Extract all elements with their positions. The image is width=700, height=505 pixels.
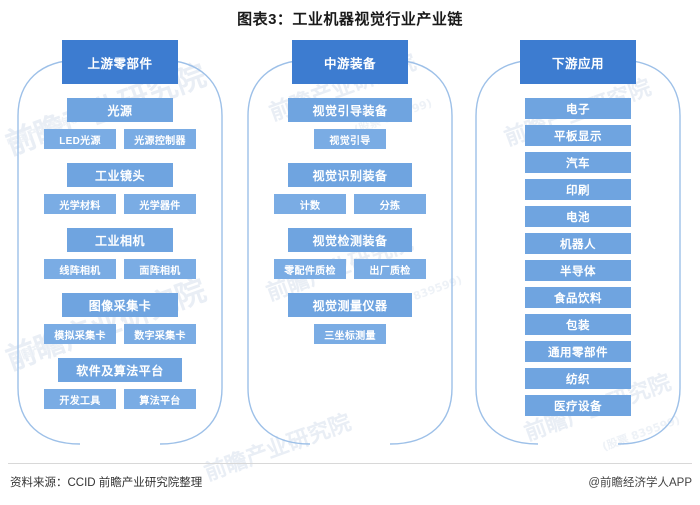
application-item[interactable]: 电子 bbox=[525, 98, 631, 119]
chip-row-industrial-lens: 光学材料 光学器件 bbox=[10, 194, 230, 214]
chip-dev-tools[interactable]: 开发工具 bbox=[44, 389, 116, 409]
chip-light-controller[interactable]: 光源控制器 bbox=[124, 129, 196, 149]
chip-line-scan-camera[interactable]: 线阵相机 bbox=[44, 259, 116, 279]
application-item[interactable]: 纺织 bbox=[525, 368, 631, 389]
page-title: 图表3：工业机器视觉行业产业链 bbox=[237, 11, 463, 28]
chip-row-vision-measurement: 三坐标测量 bbox=[240, 324, 460, 344]
chip-row-vision-guidance: 视觉引导 bbox=[240, 129, 460, 149]
column-content-midstream: 中游装备 视觉引导装备 视觉引导 视觉识别装备 计数 分拣 视觉检测装备 零配件… bbox=[240, 40, 460, 344]
column-content-upstream: 上游零部件 光源 LED光源 光源控制器 工业镜头 光学材料 光学器件 工业相机… bbox=[10, 40, 230, 409]
chip-digital-grabber[interactable]: 数字采集卡 bbox=[124, 324, 196, 344]
application-item[interactable]: 包装 bbox=[525, 314, 631, 335]
chip-counting[interactable]: 计数 bbox=[274, 194, 346, 214]
chip-optical-material[interactable]: 光学材料 bbox=[44, 194, 116, 214]
application-item[interactable]: 电池 bbox=[525, 206, 631, 227]
application-item[interactable]: 医疗设备 bbox=[525, 395, 631, 416]
chip-sorting[interactable]: 分拣 bbox=[354, 194, 426, 214]
group-box-vision-guidance-equipment[interactable]: 视觉引导装备 bbox=[288, 98, 412, 122]
chip-optical-device[interactable]: 光学器件 bbox=[124, 194, 196, 214]
column-header-upstream[interactable]: 上游零部件 bbox=[62, 40, 178, 84]
column-midstream: 中游装备 视觉引导装备 视觉引导 视觉识别装备 计数 分拣 视觉检测装备 零配件… bbox=[240, 40, 460, 455]
group-box-vision-measurement-instrument[interactable]: 视觉测量仪器 bbox=[288, 293, 412, 317]
chip-row-frame-grabber: 模拟采集卡 数字采集卡 bbox=[10, 324, 230, 344]
application-item[interactable]: 印刷 bbox=[525, 179, 631, 200]
group-box-vision-inspection-equipment[interactable]: 视觉检测装备 bbox=[288, 228, 412, 252]
chip-row-industrial-camera: 线阵相机 面阵相机 bbox=[10, 259, 230, 279]
group-box-industrial-camera[interactable]: 工业相机 bbox=[67, 228, 173, 252]
column-downstream: 下游应用 电子平板显示汽车印刷电池机器人半导体食品饮料包装通用零部件纺织医疗设备 bbox=[468, 40, 688, 455]
column-content-downstream: 下游应用 电子平板显示汽车印刷电池机器人半导体食品饮料包装通用零部件纺织医疗设备 bbox=[468, 40, 688, 416]
application-item[interactable]: 平板显示 bbox=[525, 125, 631, 146]
chip-row-light-source: LED光源 光源控制器 bbox=[10, 129, 230, 149]
column-header-midstream[interactable]: 中游装备 bbox=[292, 40, 408, 84]
group-box-light-source[interactable]: 光源 bbox=[67, 98, 173, 122]
footer-divider bbox=[8, 463, 692, 464]
chip-factory-quality-inspection[interactable]: 出厂质检 bbox=[354, 259, 426, 279]
chip-algorithm-platform[interactable]: 算法平台 bbox=[124, 389, 196, 409]
application-list: 电子平板显示汽车印刷电池机器人半导体食品饮料包装通用零部件纺织医疗设备 bbox=[525, 84, 631, 416]
chip-vision-guidance[interactable]: 视觉引导 bbox=[314, 129, 386, 149]
footer: 资料来源：CCID 前瞻产业研究院整理 @前瞻经济学人APP bbox=[0, 463, 700, 505]
group-box-frame-grabber[interactable]: 图像采集卡 bbox=[62, 293, 178, 317]
application-item[interactable]: 通用零部件 bbox=[525, 341, 631, 362]
chip-parts-quality-inspection[interactable]: 零配件质检 bbox=[274, 259, 346, 279]
chip-area-scan-camera[interactable]: 面阵相机 bbox=[124, 259, 196, 279]
chip-led-light[interactable]: LED光源 bbox=[44, 129, 116, 149]
chip-cmm-measurement[interactable]: 三坐标测量 bbox=[314, 324, 386, 344]
group-box-industrial-lens[interactable]: 工业镜头 bbox=[67, 163, 173, 187]
chip-row-software-algorithm: 开发工具 算法平台 bbox=[10, 389, 230, 409]
source-note: 资料来源：CCID 前瞻产业研究院整理 bbox=[10, 477, 203, 489]
group-box-software-algorithm[interactable]: 软件及算法平台 bbox=[58, 358, 182, 382]
application-item[interactable]: 汽车 bbox=[525, 152, 631, 173]
group-box-vision-recognition-equipment[interactable]: 视觉识别装备 bbox=[288, 163, 412, 187]
column-upstream: 上游零部件 光源 LED光源 光源控制器 工业镜头 光学材料 光学器件 工业相机… bbox=[10, 40, 230, 455]
application-item[interactable]: 食品饮料 bbox=[525, 287, 631, 308]
application-item[interactable]: 半导体 bbox=[525, 260, 631, 281]
chip-row-vision-recognition: 计数 分拣 bbox=[240, 194, 460, 214]
application-item[interactable]: 机器人 bbox=[525, 233, 631, 254]
column-header-downstream[interactable]: 下游应用 bbox=[520, 40, 636, 84]
industry-chain-diagram: 上游零部件 光源 LED光源 光源控制器 工业镜头 光学材料 光学器件 工业相机… bbox=[0, 40, 700, 455]
chip-analog-grabber[interactable]: 模拟采集卡 bbox=[44, 324, 116, 344]
brand-credit: @前瞻经济学人APP bbox=[588, 477, 692, 489]
chip-row-vision-inspection: 零配件质检 出厂质检 bbox=[240, 259, 460, 279]
